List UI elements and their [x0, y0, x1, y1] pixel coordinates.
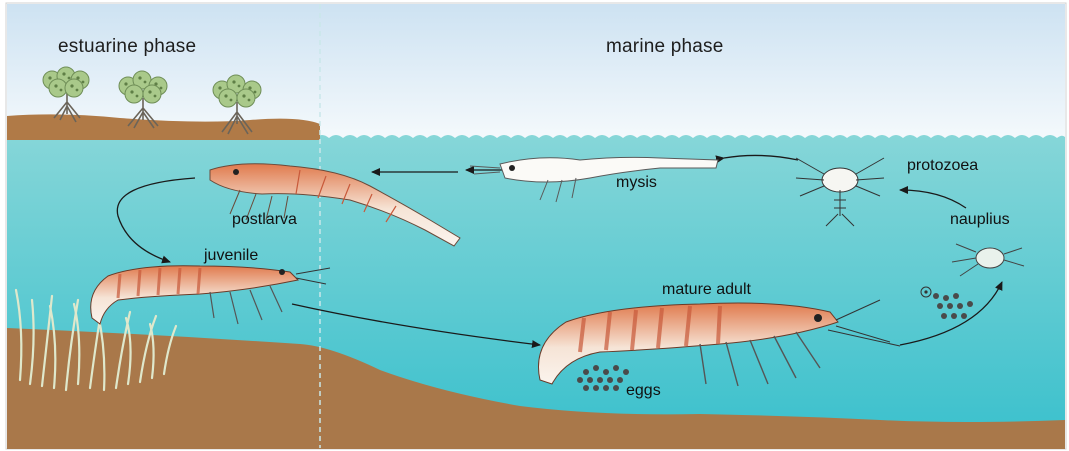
label-mature-adult: mature adult — [662, 281, 751, 299]
label-postlarva: postlarva — [232, 211, 297, 229]
estuarine-phase-title: estuarine phase — [58, 36, 196, 58]
label-eggs: eggs — [626, 382, 661, 400]
label-mysis: mysis — [616, 174, 657, 192]
label-juvenile: juvenile — [204, 247, 258, 265]
label-protozoea: protozoea — [907, 157, 978, 175]
marine-phase-title: marine phase — [606, 36, 724, 58]
sky — [7, 4, 1065, 138]
label-nauplius: nauplius — [950, 211, 1010, 229]
